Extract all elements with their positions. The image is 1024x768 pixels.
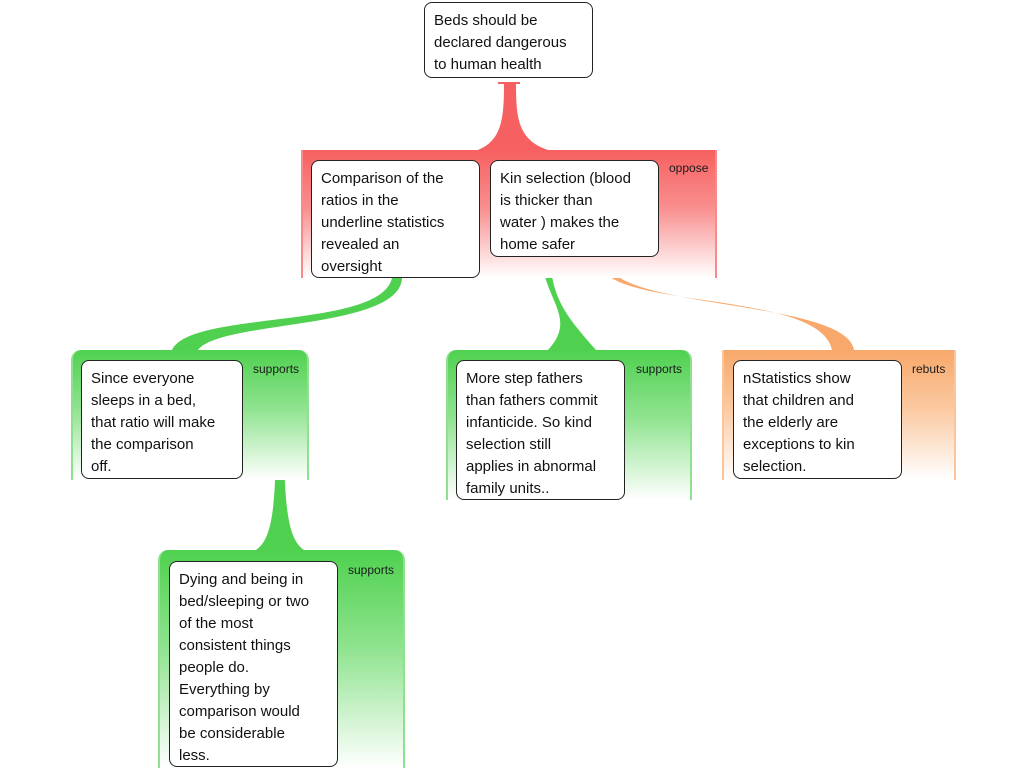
- statistics-show-node[interactable]: nStatistics show that children and the e…: [733, 360, 902, 479]
- oppose-label: oppose: [669, 161, 709, 175]
- root-claim-node[interactable]: Beds should be declared dangerous to hum…: [424, 2, 593, 78]
- supports-label-mid: supports: [636, 362, 683, 376]
- connector-oppose: [478, 84, 548, 150]
- supports-label-left: supports: [253, 362, 300, 376]
- step-fathers-node[interactable]: More step fathers than fathers commit in…: [456, 360, 625, 500]
- connector-oppose-cap: [498, 82, 520, 84]
- everyone-sleeps-node[interactable]: Since everyone sleeps in a bed, that rat…: [81, 360, 243, 479]
- rebuts-label: rebuts: [912, 362, 946, 376]
- kin-selection-node[interactable]: Kin selection (blood is thicker than wat…: [490, 160, 659, 257]
- comparison-node[interactable]: Comparison of the ratios in the underlin…: [311, 160, 480, 278]
- dying-node[interactable]: Dying and being in bed/sleeping or two o…: [169, 561, 338, 767]
- supports-label-bottom: supports: [348, 563, 395, 577]
- connector-supports-left: [172, 278, 402, 350]
